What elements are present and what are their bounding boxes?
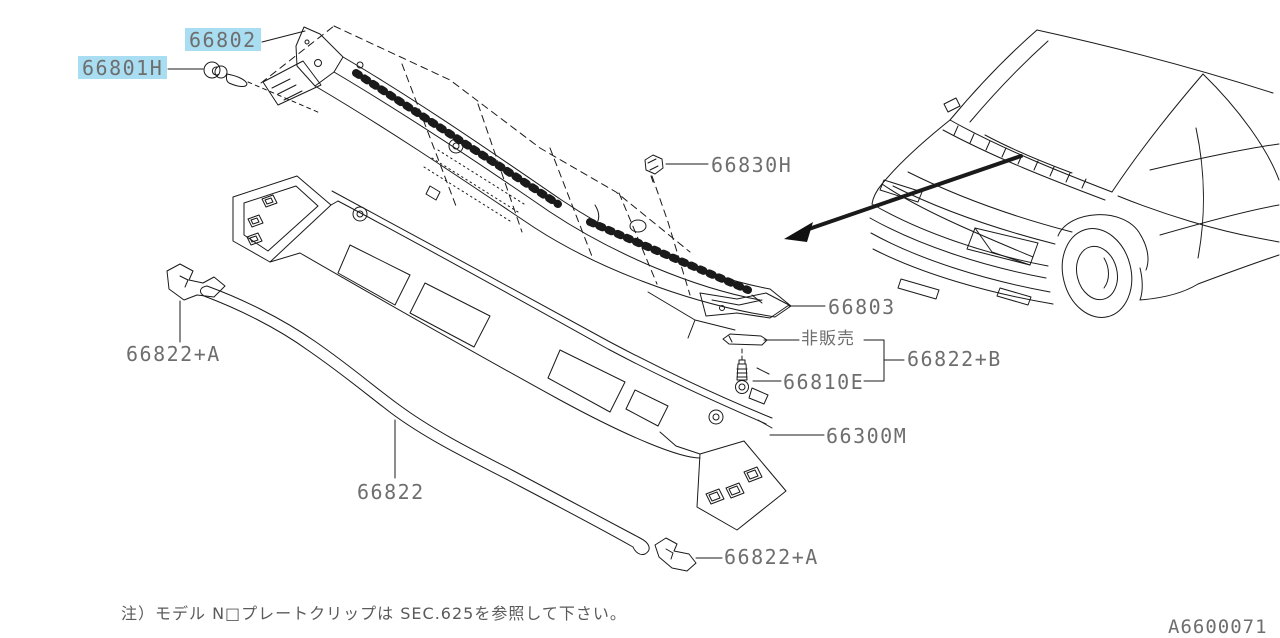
clip-66830H-part (644, 154, 664, 183)
callout-66822[interactable]: 66822 (357, 480, 425, 504)
bolt-66810E-part (735, 359, 749, 394)
cowl-top-grille-66802 (262, 26, 792, 318)
screw-dashed-leader (247, 81, 321, 114)
leader-lines (167, 30, 905, 559)
weatherstrip-66822 (199, 285, 650, 555)
callout-66801H[interactable]: 66801H (78, 56, 168, 79)
bracket-66822A-left-part (166, 263, 226, 301)
bracket-66822A-bottom-part (654, 537, 697, 572)
callout-66300M[interactable]: 66300M (826, 424, 908, 448)
car-illustration (869, 29, 1280, 318)
cowl-side-part-66803 (699, 292, 790, 319)
cowl-top-panel-assembly-66300M (232, 175, 787, 531)
screw-66801H-part (203, 61, 248, 87)
callout-66822B[interactable]: 66822+B (907, 347, 1002, 371)
footnote: 注）モデル N□プレートクリップは SEC.625を参照して下さい。 (121, 604, 627, 623)
callout-66830H[interactable]: 66830H (711, 153, 793, 177)
label-not-for-sale: 非販売 (801, 329, 855, 349)
drawing-number: A6600071 (1168, 616, 1268, 638)
callout-66802[interactable]: 66802 (185, 28, 261, 51)
callout-66822A-left[interactable]: 66822+A (126, 342, 221, 366)
callout-66810E[interactable]: 66810E (783, 370, 865, 394)
not-for-sale-part (722, 333, 768, 346)
callout-66803[interactable]: 66803 (828, 295, 896, 319)
callout-66822A-bottom[interactable]: 66822+A (724, 545, 819, 569)
pointer-arrow (784, 154, 1023, 242)
